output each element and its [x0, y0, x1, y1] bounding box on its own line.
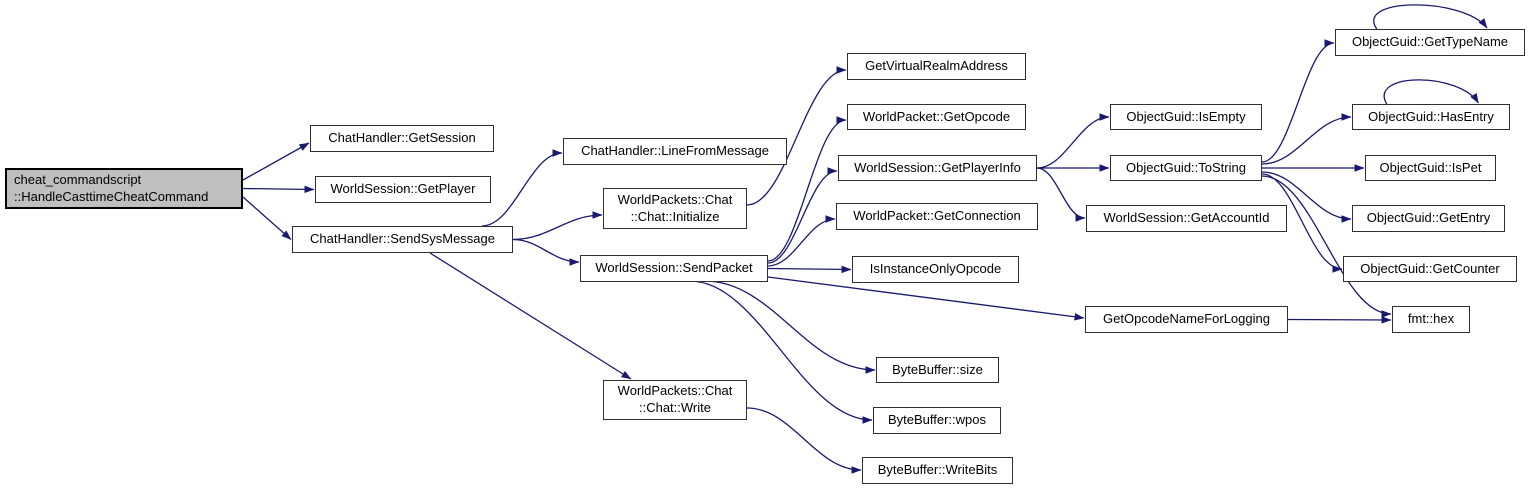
- node-label: ObjectGuid::GetEntry: [1366, 210, 1491, 226]
- node-tostring[interactable]: ObjectGuid::ToString: [1110, 155, 1262, 181]
- node-label: WorldPackets::Chat: [617, 191, 733, 207]
- node-getentry[interactable]: ObjectGuid::GetEntry: [1352, 205, 1505, 232]
- node-sendsysmessage[interactable]: ChatHandler::SendSysMessage: [292, 226, 513, 253]
- node-label: ObjectGuid::GetTypeName: [1351, 34, 1509, 50]
- node-label: WorldPackets::Chat: [617, 383, 733, 399]
- node-getaccountid[interactable]: WorldSession::GetAccountId: [1086, 205, 1287, 232]
- node-chatwrite[interactable]: WorldPackets::Chat::Chat::Write: [603, 380, 747, 420]
- node-getopcode[interactable]: WorldPacket::GetOpcode: [847, 104, 1026, 130]
- edge-sendpacket-getplayerinfo: [767, 167, 838, 264]
- node-label: ChatHandler::SendSysMessage: [310, 231, 495, 247]
- edge-sendpacket-getopcodename: [767, 276, 1085, 321]
- node-label: ObjectGuid::IsPet: [1379, 159, 1482, 175]
- node-linefrommessage[interactable]: ChatHandler::LineFromMessage: [563, 138, 787, 165]
- edge-root-getsession: [242, 142, 310, 181]
- node-label: WorldSession::GetPlayer: [330, 181, 476, 197]
- edge-chatwrite-bbwritebits: [746, 407, 862, 474]
- node-getconnection[interactable]: WorldPacket::GetConnection: [836, 203, 1038, 230]
- node-label: cheat_commandscript: [14, 171, 142, 187]
- edge-sendsysmessage-chatwrite: [429, 252, 632, 380]
- node-label: ObjectGuid::IsEmpty: [1126, 108, 1246, 124]
- node-label: ByteBuffer::wpos: [887, 412, 987, 428]
- node-label: WorldSession::GetPlayerInfo: [854, 159, 1021, 175]
- edge-sendpacket-isinstanceonly: [767, 265, 852, 274]
- edge-root-sendsysmessage: [242, 196, 292, 240]
- edge-sendpacket-getconnection: [767, 215, 836, 267]
- node-label: WorldSession::GetAccountId: [1103, 210, 1270, 226]
- node-getplayer[interactable]: WorldSession::GetPlayer: [315, 176, 491, 203]
- node-label: GetVirtualRealmAddress: [865, 58, 1008, 74]
- edge-gettypename-self: [1373, 4, 1488, 30]
- node-gettypename[interactable]: ObjectGuid::GetTypeName: [1335, 29, 1525, 56]
- node-label: ObjectGuid::ToString: [1126, 159, 1246, 175]
- edge-getopcodename-fmthex: [1287, 316, 1392, 324]
- node-getopcodename[interactable]: GetOpcodeNameForLogging: [1085, 306, 1288, 333]
- edge-hasentry-self: [1383, 79, 1479, 105]
- node-label: ObjectGuid::HasEntry: [1368, 108, 1494, 124]
- edge-tostring-fmthex: [1261, 175, 1392, 318]
- edge-getplayerinfo-isempty: [1036, 113, 1110, 169]
- node-label: ObjectGuid::GetCounter: [1360, 260, 1500, 276]
- node-bbwritebits[interactable]: ByteBuffer::WriteBits: [862, 457, 1013, 484]
- node-label: ::Chat::Initialize: [630, 208, 720, 224]
- edge-sendsysmessage-linefrommessage: [481, 149, 563, 227]
- node-ispet[interactable]: ObjectGuid::IsPet: [1365, 155, 1496, 181]
- node-label: ChatHandler::GetSession: [328, 130, 476, 146]
- node-root: cheat_commandscript::HandleCasttimeCheat…: [5, 168, 243, 209]
- node-label: WorldSession::SendPacket: [595, 260, 753, 276]
- edge-root-getplayer: [242, 185, 315, 194]
- node-hasentry[interactable]: ObjectGuid::HasEntry: [1352, 104, 1510, 130]
- node-getsession[interactable]: ChatHandler::GetSession: [310, 125, 494, 152]
- node-bbsize[interactable]: ByteBuffer::size: [876, 357, 999, 383]
- edge-sendsysmessage-sendpacket: [512, 238, 580, 266]
- node-isinstanceonly[interactable]: IsInstanceOnlyOpcode: [852, 256, 1019, 283]
- node-label: WorldPacket::GetOpcode: [862, 108, 1011, 124]
- node-isempty[interactable]: ObjectGuid::IsEmpty: [1110, 104, 1262, 130]
- node-label: fmt::hex: [1407, 311, 1455, 327]
- node-label: WorldPacket::GetConnection: [853, 208, 1021, 224]
- edge-sendpacket-getopcode: [767, 116, 847, 262]
- node-getvirtualrealm[interactable]: GetVirtualRealmAddress: [847, 53, 1026, 80]
- node-bbwpos[interactable]: ByteBuffer::wpos: [873, 407, 1001, 434]
- edge-sendsysmessage-chatinitialize: [512, 211, 603, 241]
- node-label: ::Chat::Write: [638, 400, 711, 415]
- node-label: ChatHandler::LineFromMessage: [581, 143, 769, 159]
- edge-sendpacket-bbwpos: [689, 280, 873, 424]
- node-label: ByteBuffer::size: [892, 361, 983, 377]
- node-label: IsInstanceOnlyOpcode: [869, 261, 1002, 277]
- node-label: ByteBuffer::WriteBits: [877, 462, 998, 478]
- edge-tostring-getentry: [1261, 171, 1352, 223]
- node-getplayerinfo[interactable]: WorldSession::GetPlayerInfo: [838, 155, 1037, 181]
- node-chatinitialize[interactable]: WorldPackets::Chat::Chat::Initialize: [603, 188, 747, 229]
- edge-getplayerinfo-getaccountid: [1036, 167, 1086, 222]
- node-fmthex[interactable]: fmt::hex: [1392, 306, 1470, 333]
- node-label: ::HandleCasttimeCheatCommand: [14, 188, 209, 204]
- edge-tostring-gettypename: [1261, 39, 1335, 163]
- node-label: GetOpcodeNameForLogging: [1103, 311, 1270, 327]
- edge-tostring-hasentry: [1261, 113, 1352, 165]
- node-sendpacket[interactable]: WorldSession::SendPacket: [580, 255, 768, 282]
- edge-sendpacket-bbsize: [704, 280, 876, 374]
- edge-chatinitialize-getvirtualrealm: [746, 66, 847, 206]
- node-getcounter[interactable]: ObjectGuid::GetCounter: [1343, 256, 1517, 282]
